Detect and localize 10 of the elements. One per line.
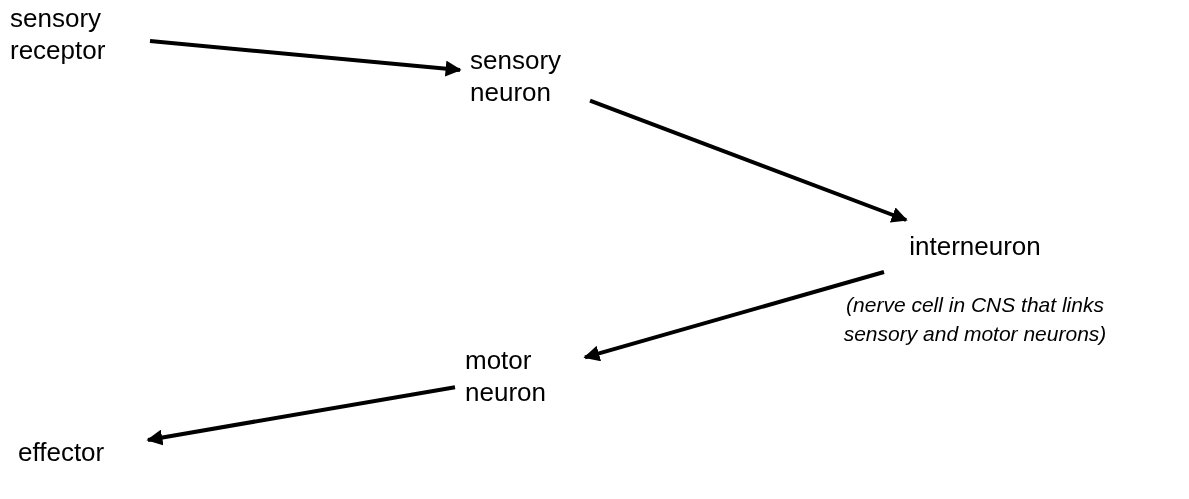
arrow (149, 39, 462, 77)
node-label: effector (18, 436, 106, 468)
note-text: (nerve cell in CNS that links sensory and motor neurons) (842, 292, 1108, 347)
node-label: interneuron (908, 230, 1042, 262)
arrow (146, 385, 456, 446)
node-label: motor neuron (465, 344, 547, 408)
node-label: sensory receptor (10, 2, 107, 66)
arrow (589, 98, 908, 223)
arrow (583, 270, 885, 362)
node-label: sensory neuron (470, 44, 563, 108)
